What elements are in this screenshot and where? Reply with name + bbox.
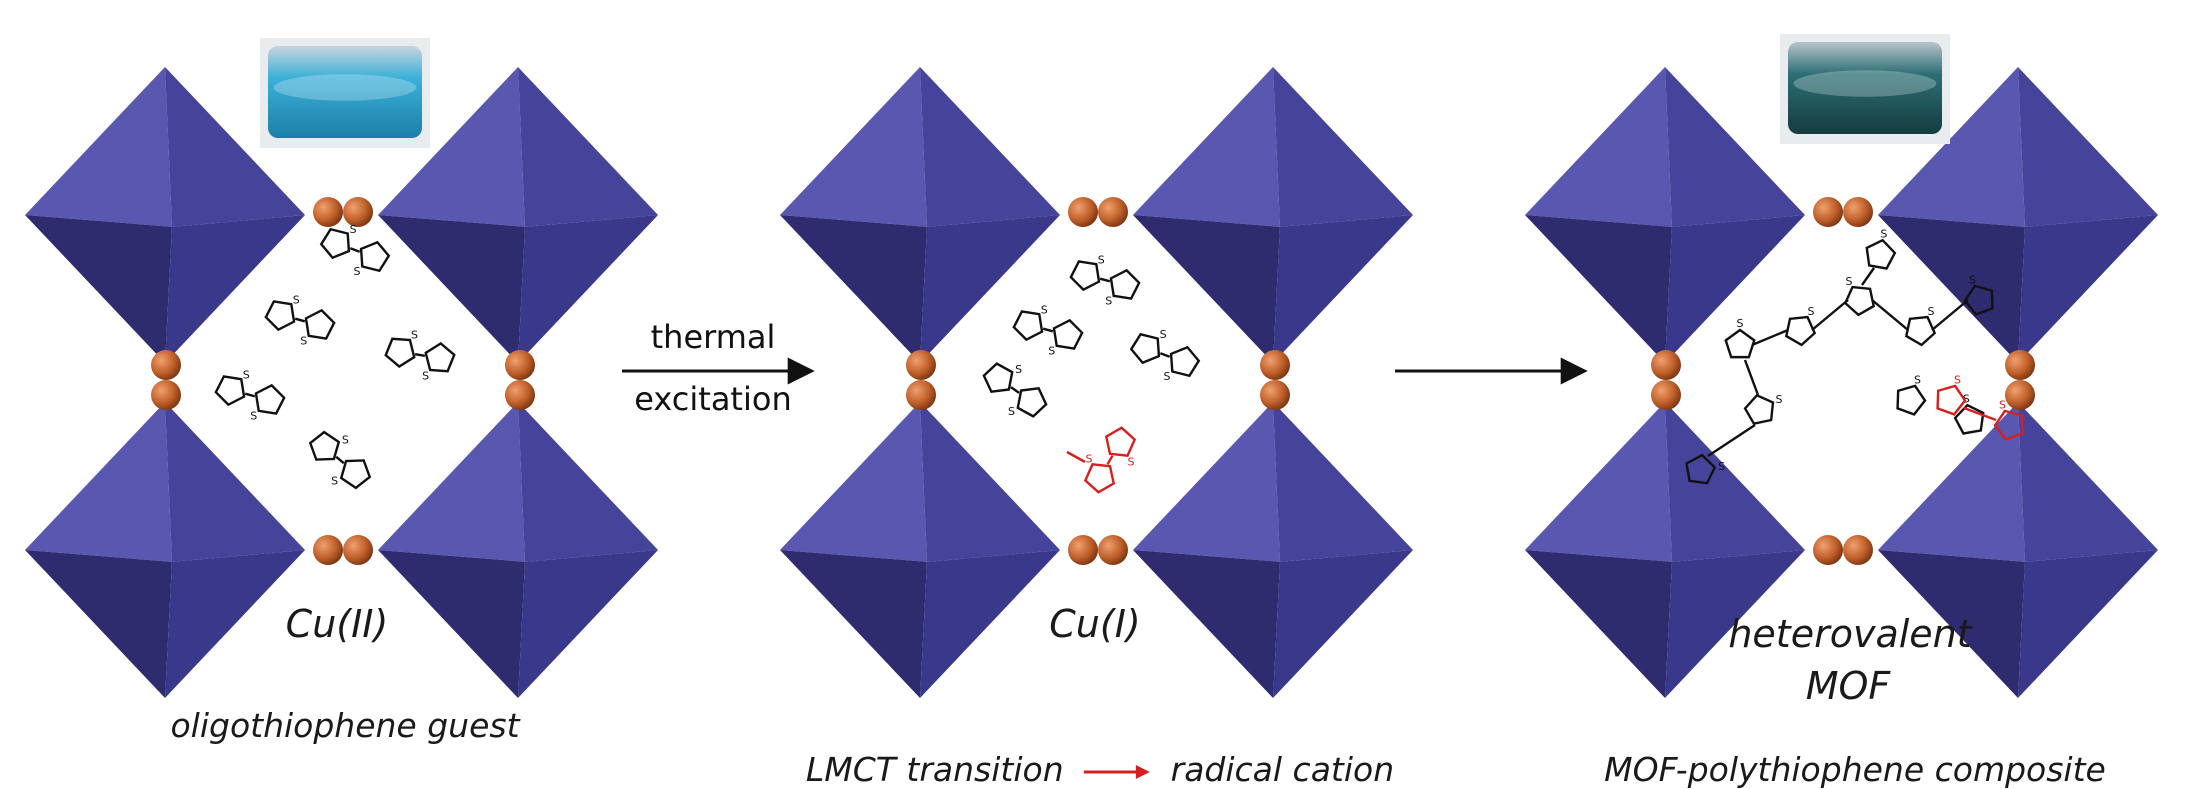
svg-text:S: S <box>1086 452 1093 465</box>
svg-text:S: S <box>342 434 349 447</box>
bithiophene-5: SS <box>308 430 372 490</box>
octahedron-bottom-left <box>1525 402 1805 698</box>
panel3-caption: MOF-polythiophene composite <box>1604 750 2106 789</box>
bithiophene-2: SS <box>264 293 336 348</box>
cu-node-left <box>151 350 181 410</box>
cu-node-left <box>1651 350 1681 410</box>
cu-node-top <box>313 197 373 227</box>
bithiophene-1: SS <box>1069 253 1141 308</box>
svg-text:S: S <box>1969 273 1976 286</box>
bithiophene-1: SS <box>319 223 391 278</box>
svg-text:S: S <box>1776 393 1783 406</box>
panel3-metal-label-line1: heterovalent <box>1728 612 1972 656</box>
svg-text:S: S <box>1015 363 1022 376</box>
panel2-metal-label: Cu(I) <box>1049 602 1141 646</box>
svg-text:S: S <box>353 265 360 278</box>
cu-node-left <box>906 350 936 410</box>
panel2-caption-part2: radical cation <box>1170 750 1395 789</box>
bithiophene-3: SS <box>1129 328 1201 383</box>
bithiophene-4: SS <box>384 329 456 382</box>
panel1-caption: oligothiophene guest <box>170 706 520 745</box>
svg-text:S: S <box>411 329 418 342</box>
octahedron-bottom-left <box>25 402 305 698</box>
bithiophene-4: SS <box>982 362 1048 418</box>
cu-node-right <box>1260 350 1290 410</box>
cu-node-bottom <box>1068 535 1128 565</box>
svg-text:S: S <box>1098 253 1105 266</box>
vial-blue-image <box>260 38 430 148</box>
svg-text:S: S <box>331 474 338 487</box>
bithiophene-2: SS <box>1012 303 1084 358</box>
panel-3 <box>1525 67 2158 698</box>
svg-text:S: S <box>300 335 307 348</box>
octahedron-bottom-left <box>780 402 1060 698</box>
svg-text:S: S <box>293 293 300 306</box>
vial-dark-image <box>1780 34 1950 144</box>
panel1-metal-label: Cu(II) <box>285 602 389 646</box>
octahedron-bottom-right <box>1133 402 1413 698</box>
cu-node-bottom <box>1813 535 1873 565</box>
red-arrow-icon <box>1084 764 1151 779</box>
radical-segment-highlight: SS <box>1936 373 2024 441</box>
panel2-caption-part1: LMCT transition <box>805 750 1064 789</box>
cu-node-bottom <box>313 535 373 565</box>
cu-node-right <box>2005 350 2035 410</box>
octahedron-top-right <box>1878 67 2158 363</box>
panel3-metal-label-line2: MOF <box>1805 664 1891 708</box>
panel2-caption: LMCT transition radical cation <box>806 750 1394 789</box>
svg-text:S: S <box>1105 295 1112 308</box>
octahedron-top-right <box>1133 67 1413 363</box>
svg-text:S: S <box>350 223 357 236</box>
svg-text:S: S <box>1160 328 1167 341</box>
svg-text:S: S <box>1718 460 1725 473</box>
cu-node-top <box>1068 197 1128 227</box>
arrow1-label-line1: thermal <box>650 318 776 356</box>
arrow1-label-line2: excitation <box>634 380 792 418</box>
svg-text:S: S <box>1928 305 1935 318</box>
svg-text:S: S <box>1128 456 1135 469</box>
svg-text:S: S <box>1846 275 1853 288</box>
bithiophene-3: SS <box>214 368 286 423</box>
svg-text:S: S <box>1008 405 1015 418</box>
cu-node-right <box>505 350 535 410</box>
svg-text:S: S <box>422 369 429 382</box>
cu-node-top <box>1813 197 1873 227</box>
octahedron-top-right <box>378 67 658 363</box>
octahedron-top-left <box>780 67 1060 363</box>
svg-text:S: S <box>1954 373 1961 386</box>
svg-text:S: S <box>1163 370 1170 383</box>
svg-text:S: S <box>1041 303 1048 316</box>
svg-text:S: S <box>1963 392 1970 405</box>
octahedron-top-left <box>25 67 305 363</box>
svg-text:S: S <box>1914 373 1921 386</box>
panel-2 <box>780 67 1413 698</box>
octahedron-bottom-right <box>1878 402 2158 698</box>
svg-text:S: S <box>1048 345 1055 358</box>
svg-text:S: S <box>1737 317 1744 330</box>
radical-arrow-icon <box>1066 450 1086 464</box>
svg-text:S: S <box>1808 305 1815 318</box>
svg-text:S: S <box>1880 227 1887 240</box>
svg-text:S: S <box>1999 398 2006 411</box>
svg-text:S: S <box>243 368 250 381</box>
svg-text:S: S <box>250 410 257 423</box>
panel-1 <box>25 67 658 698</box>
octahedron-top-left <box>1525 67 1805 363</box>
octahedron-bottom-right <box>378 402 658 698</box>
